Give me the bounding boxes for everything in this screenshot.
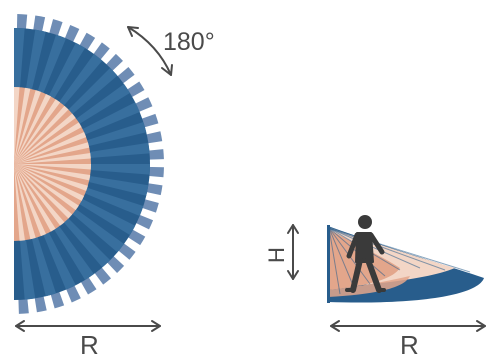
top-view-coverage (14, 14, 164, 314)
inner-ray (14, 164, 73, 219)
inner-ray (14, 87, 20, 164)
inner-ray (14, 105, 69, 164)
inner-ray (14, 164, 56, 232)
inner-ray (14, 122, 82, 164)
inner-ray (14, 93, 51, 164)
inner-ray (14, 164, 88, 191)
inner-ray (14, 132, 87, 164)
side-sensor-edge (327, 225, 330, 303)
side-ray (328, 227, 421, 269)
inner-rays (14, 87, 91, 241)
inner-ray (14, 164, 91, 181)
inner-ray (14, 164, 85, 201)
inner-ray (14, 164, 91, 170)
inner-ray (14, 113, 76, 164)
inner-ray (14, 164, 25, 241)
inner-ray (14, 164, 79, 211)
range-label-left: R (80, 330, 99, 356)
inner-ray (14, 90, 41, 164)
side-ray (328, 227, 356, 291)
inner-ray (14, 164, 36, 240)
height-label: H (264, 247, 289, 263)
inner-ray (14, 164, 46, 237)
height-arrow (287, 224, 299, 280)
side-ray (328, 227, 341, 295)
inner-ray (14, 87, 31, 164)
side-ray (328, 227, 471, 273)
angle-arrow (127, 26, 173, 76)
range-label-right: R (400, 330, 419, 356)
angle-label: 180° (163, 28, 215, 56)
range-arrow-right (330, 320, 486, 332)
inner-ray (14, 153, 91, 164)
inner-ray (14, 142, 90, 164)
side-ray (328, 227, 446, 271)
inner-ray (14, 99, 61, 164)
person-icon (345, 215, 386, 293)
inner-ray (14, 164, 65, 226)
range-arrow-left (15, 320, 161, 332)
